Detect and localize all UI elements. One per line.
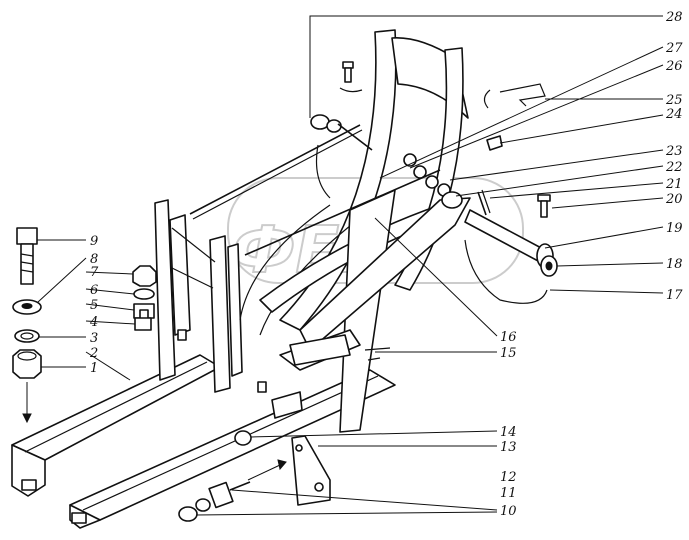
callout-25: 25 <box>665 93 683 108</box>
callout-16: 16 <box>500 330 517 345</box>
callout-22: 22 <box>665 160 683 175</box>
callout-1: 1 <box>90 361 98 376</box>
callout-2: 2 <box>89 346 98 361</box>
plate-bolt <box>178 481 251 522</box>
cotter-pin <box>477 189 491 216</box>
nut-assembly <box>310 61 373 151</box>
callout-8: 8 <box>90 252 98 267</box>
bracket-4 <box>134 317 152 331</box>
callout-7: 7 <box>90 265 99 280</box>
linkage-rod <box>189 124 441 256</box>
flat-washer <box>12 299 42 315</box>
cap-bushing <box>486 135 503 151</box>
frame-rail <box>11 354 396 529</box>
callout-28: 28 <box>665 10 683 25</box>
callout-24: 24 <box>665 107 683 122</box>
callout-14: 14 <box>500 425 517 440</box>
callout-3: 3 <box>90 331 98 346</box>
axle-pin <box>464 209 554 269</box>
bolt <box>537 194 551 218</box>
callout-21: 21 <box>665 177 683 192</box>
callout-19: 19 <box>666 221 683 236</box>
callout-13: 13 <box>500 440 517 455</box>
callout-9: 9 <box>90 234 98 249</box>
callout-17: 17 <box>666 288 683 303</box>
callout-26: 26 <box>665 59 683 74</box>
assembly-arrow-plate <box>247 464 281 481</box>
retaining-wire <box>464 239 548 304</box>
callout-4: 4 <box>89 315 98 330</box>
callout-10: 10 <box>500 504 517 519</box>
callout-20: 20 <box>665 192 683 207</box>
callout-15: 15 <box>500 346 517 361</box>
long-bolt <box>16 227 38 285</box>
hairpin-clip <box>499 83 546 107</box>
assembly-arrowhead-left <box>22 413 32 424</box>
callout-11: 11 <box>500 486 517 501</box>
callout-6: 6 <box>90 283 98 298</box>
callout-5: 5 <box>90 298 98 313</box>
callout-18: 18 <box>666 257 683 272</box>
callout-23: 23 <box>665 144 683 159</box>
spring-washer-3 <box>14 329 40 343</box>
spring-washer-6 <box>133 288 155 300</box>
callout-27: 27 <box>665 41 683 56</box>
clip-guide-arc <box>483 89 491 109</box>
callout-12: 12 <box>500 470 517 485</box>
nut-1 <box>12 349 42 379</box>
frame-pin <box>234 430 252 446</box>
frame-fittings <box>177 329 351 419</box>
callout-labels: 2827262524232221201918171615141312111098… <box>89 10 683 519</box>
assembly-arrowhead-plate <box>277 459 287 471</box>
leader-lines <box>37 15 664 516</box>
mounting-plate <box>291 435 331 506</box>
frame-posts <box>154 199 243 393</box>
nut-7 <box>132 265 157 287</box>
washer <box>540 255 558 277</box>
handle-lever <box>339 189 396 433</box>
clamp-5 <box>133 303 155 319</box>
spring-assembly <box>403 153 463 209</box>
